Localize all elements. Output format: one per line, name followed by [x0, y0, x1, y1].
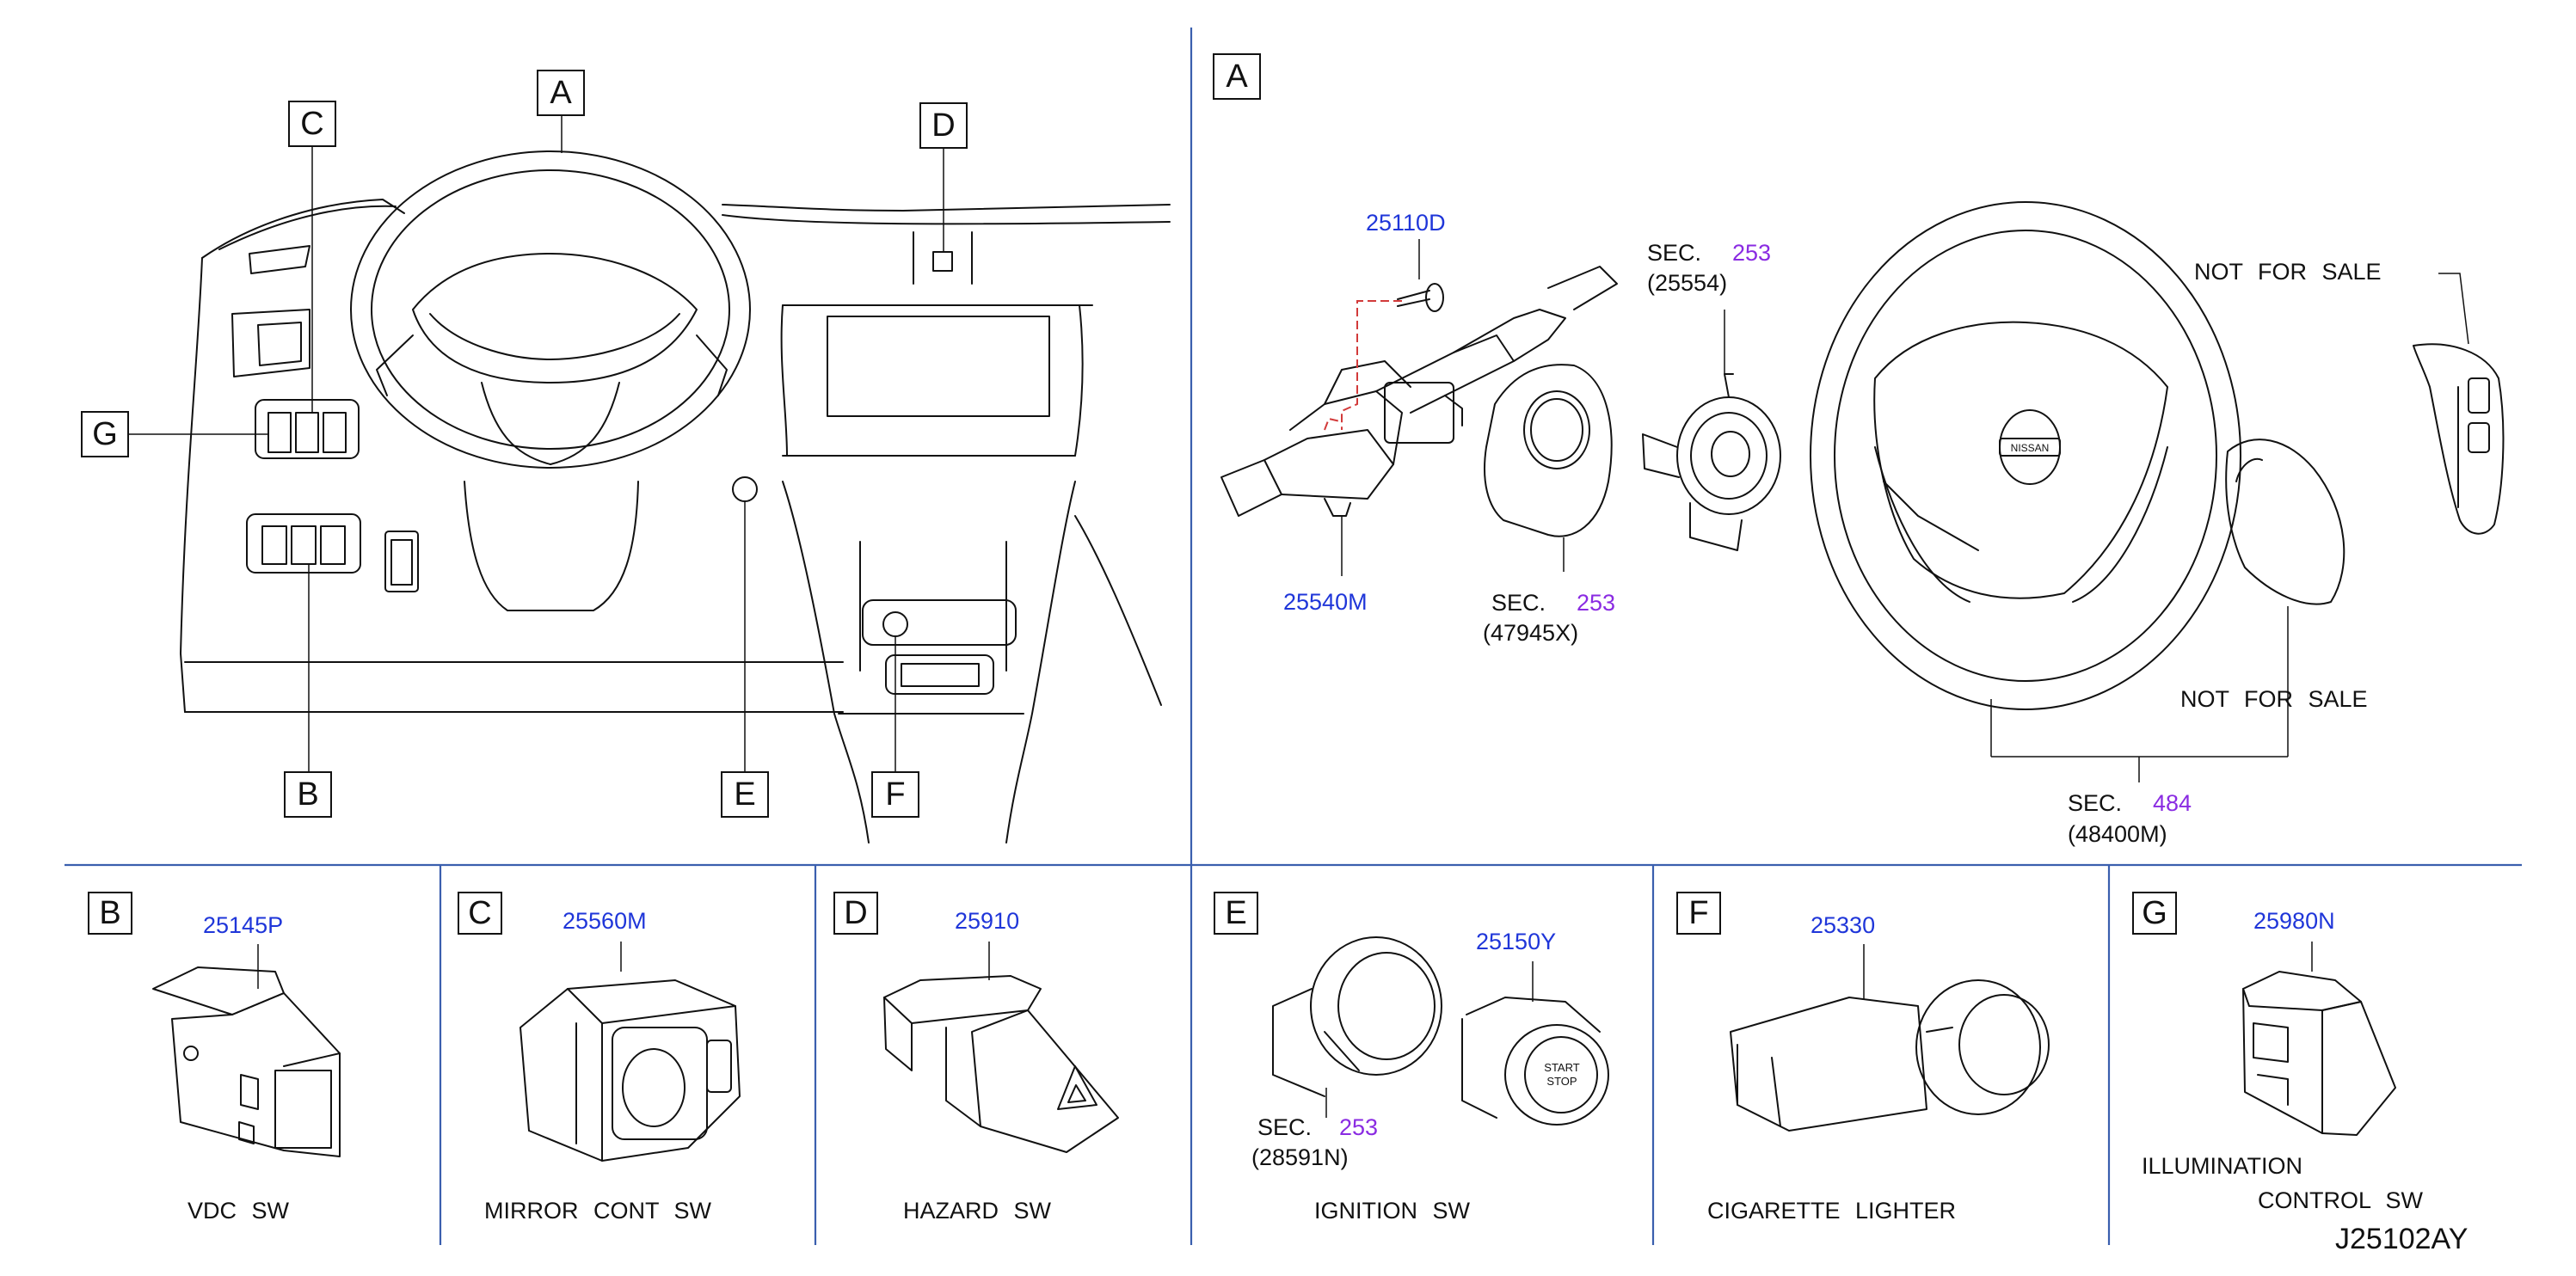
caption-cigarette-lighter: CIGARETTE LIGHTER	[1707, 1198, 1956, 1224]
part-number-25910: 25910	[955, 908, 1019, 934]
callout-letter-g: G	[92, 416, 118, 452]
cigarette-lighter-drawing	[1730, 979, 2050, 1132]
steering-sensor-sec-label: SEC.	[1647, 240, 1701, 266]
panel-c: C 25560M MIRROR CONT SW	[458, 892, 741, 1224]
panel-g-letter: G	[2142, 895, 2167, 931]
panel-g: G 25980N ILLUMINATION CONTROL SW	[2132, 892, 2424, 1213]
callout-letter-a: A	[550, 75, 572, 111]
steering-sensor-drawing	[1642, 310, 1781, 551]
callout-box-g: G	[81, 411, 129, 457]
hazard-switch-drawing	[883, 975, 1119, 1153]
steering-sensor-sec-number: 253	[1732, 240, 1771, 266]
callout-letter-c: C	[300, 106, 323, 142]
callout-box-e: E	[721, 771, 769, 818]
callout-box-f: F	[871, 771, 919, 818]
callout-box-b: B	[284, 771, 332, 818]
not-for-sale-switch: NOT FOR SALE	[2194, 259, 2382, 285]
callout-box-d: D	[919, 102, 968, 149]
not-for-sale-airbag: NOT FOR SALE	[2180, 686, 2368, 712]
panel-a: A 25540M 25110D	[1213, 53, 2505, 847]
panel-e: E SEC. 253 (28591N) 25150Y START STOP IG…	[1214, 892, 1609, 1224]
push-start-button-drawing: START STOP	[1461, 997, 1609, 1126]
steering-switch-drawing	[2413, 273, 2505, 535]
callout-letter-e: E	[734, 776, 755, 813]
callout-box-c: C	[288, 101, 336, 147]
callout-box-a: A	[537, 70, 585, 116]
panel-c-letter: C	[468, 895, 491, 931]
caption-hazard-sw: HAZARD SW	[903, 1198, 1052, 1224]
callout-letter-d: D	[931, 107, 955, 144]
part-number-25110d: 25110D	[1366, 210, 1446, 236]
spiral-cable-drawing	[1484, 364, 1613, 572]
panel-dividers	[65, 28, 2522, 1245]
caption-illumination: ILLUMINATION	[2142, 1153, 2302, 1179]
ignition-sec-number: 253	[1339, 1114, 1378, 1140]
ignition-sec-ref: (28591N)	[1251, 1144, 1349, 1170]
wheel-sec-label: SEC.	[2068, 790, 2122, 816]
steering-wheel-drawing: NISSAN	[1810, 201, 2288, 782]
panel-f-letter: F	[1688, 895, 1708, 931]
drawing-number: J25102AY	[2335, 1223, 2468, 1255]
illumination-switch-drawing	[2242, 971, 2396, 1136]
airbag-module-drawing	[2225, 439, 2345, 757]
spiral-cable-sec-label: SEC.	[1491, 590, 1546, 616]
steering-sensor-ref: (25554)	[1647, 270, 1727, 296]
vdc-switch-drawing	[152, 966, 341, 1157]
caption-control-sw: CONTROL SW	[2258, 1187, 2424, 1213]
panel-b-letter: B	[99, 895, 120, 931]
brand-emblem: NISSAN	[2011, 442, 2050, 454]
part-number-25330: 25330	[1811, 912, 1875, 938]
panel-f: F 25330 CIGARETTE LIGHTER	[1676, 892, 2050, 1224]
spiral-cable-sec-number: 253	[1577, 590, 1615, 616]
callout-letter-b: B	[297, 776, 318, 813]
ignition-housing-drawing	[1272, 936, 1442, 1118]
panel-d-letter: D	[844, 895, 867, 931]
combination-switch-drawing	[1220, 266, 1618, 576]
caption-ignition-sw: IGNITION SW	[1314, 1198, 1471, 1224]
part-number-25540m: 25540M	[1283, 589, 1368, 615]
part-number-25150y: 25150Y	[1476, 929, 1556, 954]
dashboard-overview	[127, 114, 1171, 844]
panel-b: B 25145P VDC SW	[88, 892, 341, 1224]
panel-a-letter: A	[1226, 58, 1248, 95]
spiral-cable-ref: (47945X)	[1483, 620, 1578, 646]
panel-e-letter: E	[1225, 895, 1246, 931]
ignition-sec-label: SEC.	[1257, 1114, 1312, 1140]
part-number-25980n: 25980N	[2253, 908, 2335, 934]
mirror-switch-drawing	[520, 979, 741, 1162]
part-number-25560m: 25560M	[563, 908, 647, 934]
caption-mirror-cont-sw: MIRROR CONT SW	[484, 1198, 712, 1224]
panel-d: D 25910 HAZARD SW	[833, 892, 1119, 1224]
stop-label: STOP	[1546, 1075, 1577, 1088]
wheel-ref: (48400M)	[2068, 821, 2167, 847]
part-number-25145p: 25145P	[203, 912, 283, 938]
wheel-sec-number: 484	[2153, 790, 2192, 816]
start-label: START	[1544, 1061, 1579, 1074]
caption-vdc-sw: VDC SW	[188, 1198, 290, 1224]
screw-drawing	[1324, 239, 1444, 431]
callout-letter-f: F	[885, 776, 905, 813]
